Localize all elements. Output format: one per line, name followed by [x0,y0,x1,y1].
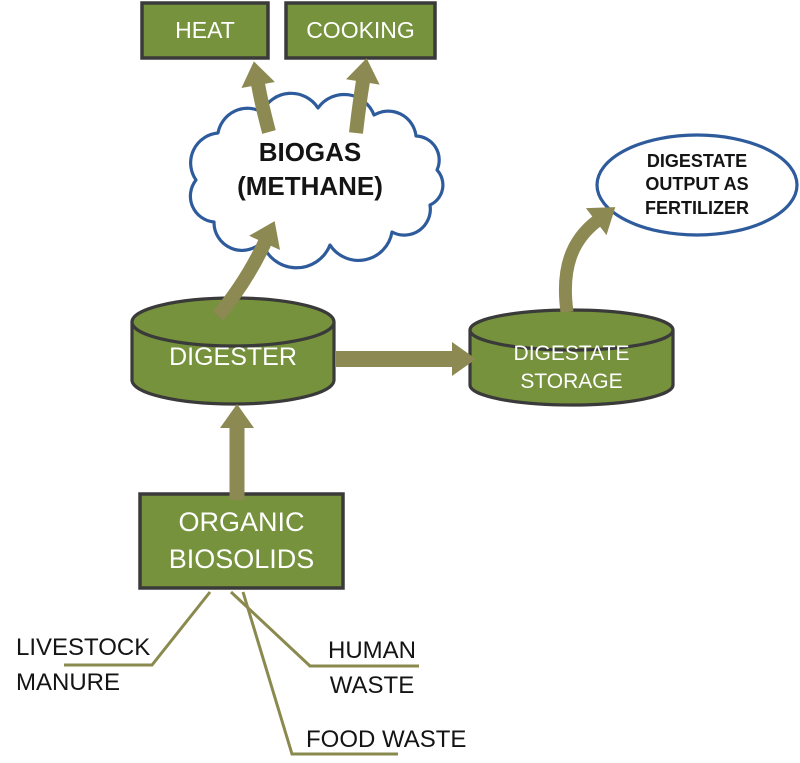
heat-box [140,1,270,60]
cooking-box [284,1,437,60]
fertilizer-ellipse-shape [595,133,799,237]
arrow-storage-to-fertilizer [558,207,616,313]
arrow-digester-to-biogas [212,221,281,321]
digestate-storage-cylinder-top [468,308,675,352]
connector-food-waste [241,591,398,756]
arrow-biogas-to-cooking [346,58,380,134]
connector-human-waste [229,590,419,668]
biogas-cloud-shape [188,91,445,270]
connector-livestock-manure [64,591,212,667]
arrow-biogas-to-heat [241,61,276,134]
organic-biosolids-box [138,492,345,590]
